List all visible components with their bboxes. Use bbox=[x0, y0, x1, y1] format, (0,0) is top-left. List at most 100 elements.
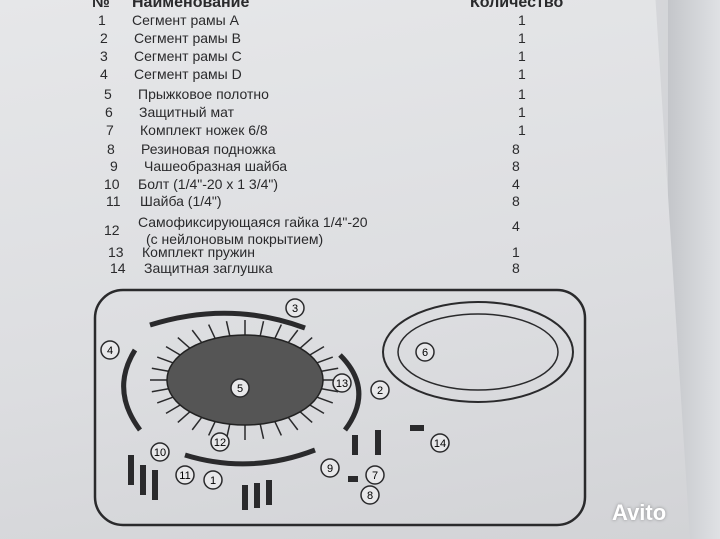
row-number: 11 bbox=[106, 193, 121, 209]
row-name: Защитный мат bbox=[139, 104, 235, 120]
callout-11: 11 bbox=[175, 465, 195, 485]
row-number: 2 bbox=[100, 30, 108, 46]
row-quantity: 8 bbox=[512, 158, 520, 174]
row-name: Болт (1/4"-20 x 1 3/4") bbox=[138, 176, 279, 192]
callout-14: 14 bbox=[430, 433, 450, 453]
row-quantity: 4 bbox=[512, 218, 520, 234]
spring bbox=[259, 423, 265, 440]
row-quantity: 8 bbox=[512, 141, 520, 157]
callout-13: 13 bbox=[332, 373, 352, 393]
callout-5: 5 bbox=[230, 378, 250, 398]
callout-4: 4 bbox=[100, 340, 120, 360]
callout-label: 11 bbox=[179, 470, 190, 482]
row-number: 5 bbox=[104, 86, 112, 102]
callout-label: 4 bbox=[107, 345, 113, 357]
row-name: Сегмент рамы D bbox=[134, 66, 242, 82]
callout-9: 9 bbox=[320, 458, 340, 478]
row-number: 10 bbox=[104, 176, 120, 192]
spring bbox=[165, 346, 181, 356]
row-number: 8 bbox=[107, 141, 115, 157]
callout-label: 6 bbox=[422, 347, 428, 359]
header-number: № bbox=[92, 0, 110, 11]
callout-label: 8 bbox=[367, 490, 373, 502]
row-quantity: 1 bbox=[518, 30, 526, 46]
row-quantity: 1 bbox=[518, 104, 526, 120]
spring bbox=[156, 396, 174, 404]
spring bbox=[156, 356, 174, 364]
callout-8: 8 bbox=[360, 485, 380, 505]
spring bbox=[299, 337, 313, 349]
spring bbox=[274, 324, 283, 339]
row-number: 4 bbox=[100, 66, 108, 82]
spring bbox=[287, 416, 299, 431]
frame-segment-b bbox=[338, 353, 362, 432]
spring bbox=[151, 367, 169, 372]
callout-label: 9 bbox=[327, 463, 333, 475]
row-quantity: 1 bbox=[518, 66, 526, 82]
row-quantity: 1 bbox=[518, 12, 526, 28]
row-quantity: 8 bbox=[512, 193, 520, 209]
row-quantity: 4 bbox=[512, 176, 520, 192]
header-name: Наименование bbox=[132, 0, 250, 11]
row-quantity: 8 bbox=[512, 260, 520, 276]
spring bbox=[177, 337, 191, 349]
row-number: 12 bbox=[104, 222, 120, 238]
row-number: 9 bbox=[110, 158, 118, 174]
callout-10: 10 bbox=[150, 442, 170, 462]
callout-3: 3 bbox=[285, 298, 305, 318]
row-number: 14 bbox=[110, 260, 126, 276]
row-name: Сегмент рамы A bbox=[132, 12, 239, 28]
row-name: Шайба (1/4") bbox=[140, 193, 222, 209]
spring bbox=[259, 320, 265, 337]
callout-label: 12 bbox=[214, 437, 226, 449]
row-name: Самофиксирующаяся гайка 1/4"-20 bbox=[138, 214, 368, 230]
frame-segment-d bbox=[121, 348, 143, 432]
row-quantity: 1 bbox=[518, 48, 526, 64]
spring bbox=[274, 421, 283, 436]
safety-mat-outer bbox=[382, 301, 574, 403]
row-name-continued: (с нейлоновым покрытием) bbox=[146, 231, 324, 247]
row-quantity: 1 bbox=[518, 86, 526, 102]
spring bbox=[225, 320, 231, 337]
row-name: Резиновая подножка bbox=[141, 141, 276, 157]
row-number: 7 bbox=[106, 122, 114, 138]
callout-12: 12 bbox=[210, 432, 230, 452]
safety-mat-inner bbox=[397, 313, 559, 391]
callout-6: 6 bbox=[415, 342, 435, 362]
row-name: Комплект ножек 6/8 bbox=[140, 122, 268, 138]
callout-label: 3 bbox=[292, 303, 298, 315]
row-name: Прыжковое полотно bbox=[138, 86, 269, 102]
row-quantity: 1 bbox=[512, 244, 520, 260]
callout-label: 13 bbox=[336, 378, 348, 390]
row-name: Сегмент рамы B bbox=[134, 30, 241, 46]
frame-segment-c bbox=[149, 310, 306, 331]
callout-label: 5 bbox=[237, 383, 243, 395]
bolts bbox=[128, 425, 424, 510]
spring bbox=[207, 421, 216, 436]
spring bbox=[191, 416, 203, 431]
spring bbox=[321, 388, 339, 393]
spring bbox=[177, 411, 191, 423]
avito-watermark: Avito bbox=[612, 500, 667, 525]
callout-label: 7 bbox=[372, 470, 378, 482]
spring bbox=[151, 388, 169, 393]
callout-2: 2 bbox=[370, 380, 390, 400]
manual-page bbox=[0, 0, 690, 539]
row-number: 1 bbox=[98, 12, 106, 28]
header-quantity: Количество bbox=[470, 0, 564, 11]
spring bbox=[316, 396, 334, 404]
callout-label: 10 bbox=[154, 447, 166, 459]
callout-label: 14 bbox=[434, 438, 446, 450]
row-name: Чашеобразная шайба bbox=[144, 158, 288, 174]
row-name: Комплект пружин bbox=[142, 244, 255, 260]
row-name: Защитная заглушка bbox=[144, 260, 273, 276]
spring bbox=[207, 324, 216, 339]
frame-segment-a bbox=[184, 447, 316, 467]
diagram-frame bbox=[93, 288, 587, 527]
callout-label: 2 bbox=[377, 385, 383, 397]
spring bbox=[191, 329, 203, 344]
row-number: 13 bbox=[108, 244, 124, 260]
spring bbox=[309, 346, 325, 356]
spring bbox=[316, 356, 334, 364]
